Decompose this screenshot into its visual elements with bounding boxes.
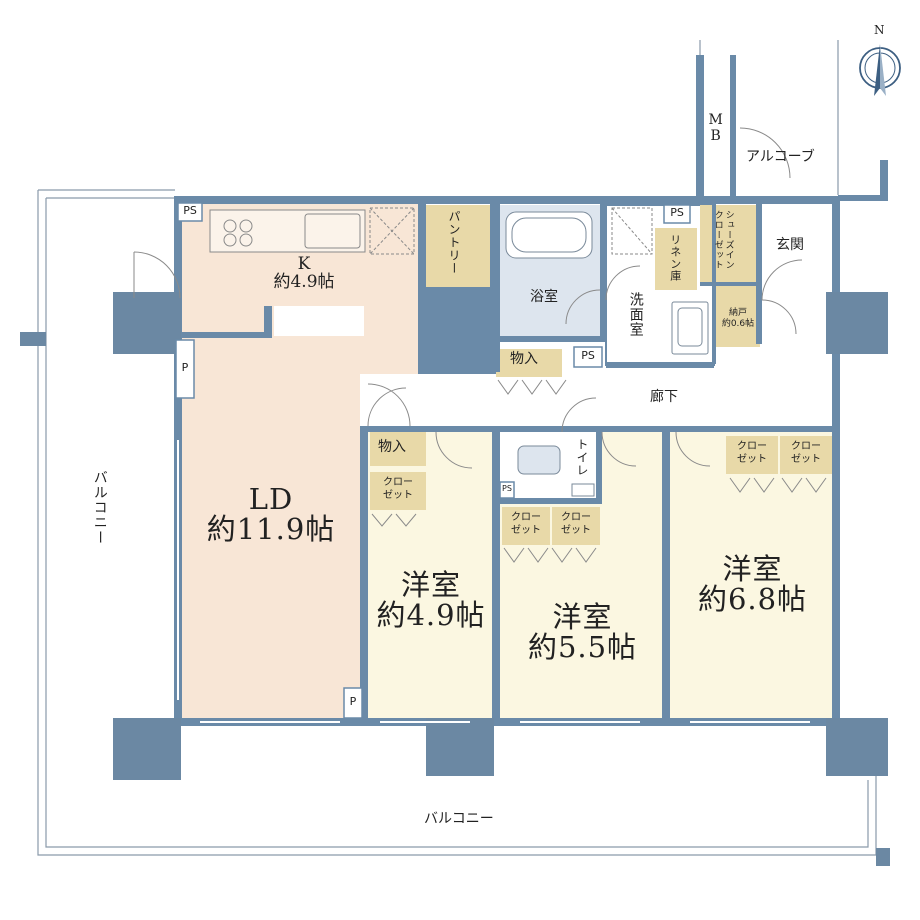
bed1-label: 洋室 約4.9帖	[368, 570, 494, 631]
closet-b3a-fill	[726, 436, 778, 474]
storage-ld-label: 物入	[378, 439, 406, 455]
ps-kitchen-label: PS	[183, 204, 197, 217]
kitchen-fixtures	[369, 207, 653, 255]
alcove-label: アルコーブ	[746, 149, 815, 165]
kitchen-label: K 約4.9帖	[264, 254, 344, 292]
bed3-fill	[670, 432, 833, 718]
washroom-label: 洗面室	[627, 292, 644, 337]
mb-label: MB	[707, 112, 724, 144]
bed2-name: 洋室	[552, 600, 613, 634]
entrance-label: 玄関	[776, 237, 804, 253]
closet-b2b-label: クロー ゼット	[561, 512, 591, 536]
storage-top-fill	[496, 349, 562, 377]
bed2-label: 洋室 約5.5帖	[505, 602, 660, 663]
closet-ld-label: クロー ゼット	[383, 477, 413, 501]
ld-fill	[182, 338, 360, 718]
door-swings	[133, 127, 827, 563]
toilet-label: トイレ	[575, 438, 589, 477]
closet-b3b-fill	[780, 436, 832, 474]
compass-rose	[859, 44, 901, 96]
closet-b2b-fill	[552, 507, 600, 545]
washbasin	[671, 301, 709, 355]
bed1-name: 洋室	[400, 568, 461, 602]
linen-fill	[655, 228, 697, 290]
closet-b2a-label: クロー ゼット	[511, 512, 541, 536]
windows	[177, 440, 810, 723]
kitchen-size: 約4.9帖	[273, 271, 335, 292]
ps-wash-label: PS	[670, 206, 684, 219]
ld-fill-upper	[182, 338, 420, 374]
balcony-bottom-label: バルコニー	[424, 811, 494, 827]
closet-b2a-fill	[502, 507, 550, 545]
storage-top-label: 物入	[510, 351, 538, 367]
ld-name: LD	[248, 482, 294, 516]
pantry-label: パントリー	[447, 210, 461, 275]
kitchen-counter	[209, 209, 366, 336]
storage-ld-fill	[370, 432, 426, 466]
closet-b3a-label: クロー ゼット	[737, 441, 767, 465]
bathtub	[505, 211, 593, 259]
closet-b3b-label: クロー ゼット	[791, 441, 821, 465]
closet-ld-fill	[370, 472, 426, 510]
corridor-label: 廊下	[650, 389, 678, 405]
ld-size: 約11.9帖	[206, 512, 336, 547]
balcony-left-label: バルコニー	[91, 470, 108, 545]
ps-corridor-label: PS	[581, 349, 595, 362]
utility-boxes	[175, 202, 691, 719]
shoes-closet-fill	[700, 205, 760, 283]
columns	[20, 292, 890, 866]
p-left-label: P	[181, 361, 189, 374]
nando-fill	[714, 285, 760, 347]
nando-label: 納戸 約0.6帖	[716, 308, 760, 330]
bed3-size: 約6.8帖	[697, 582, 808, 617]
nando-size: 約0.6帖	[721, 318, 755, 329]
p-bottom-label: P	[349, 695, 357, 708]
kitchen-name: K	[297, 254, 311, 274]
shoes-closet-label: シューズイン クローゼット	[712, 210, 734, 270]
bed3-label: 洋室 約6.8帖	[675, 554, 830, 615]
ld-label: LD 約11.9帖	[196, 484, 346, 545]
balcony-outline	[37, 40, 877, 856]
compass-label: N	[874, 23, 885, 37]
toilet-fixture	[517, 445, 595, 497]
bath-label: 浴室	[530, 289, 558, 305]
bed3-name: 洋室	[722, 552, 783, 586]
bed1-size: 約4.9帖	[376, 598, 486, 633]
nando-name: 納戸	[728, 308, 747, 318]
pantry-fill	[425, 205, 490, 287]
bed2-size: 約5.5帖	[527, 630, 638, 665]
ps-toilet-label: PS	[502, 484, 512, 493]
linen-label: リネン庫	[668, 234, 682, 282]
